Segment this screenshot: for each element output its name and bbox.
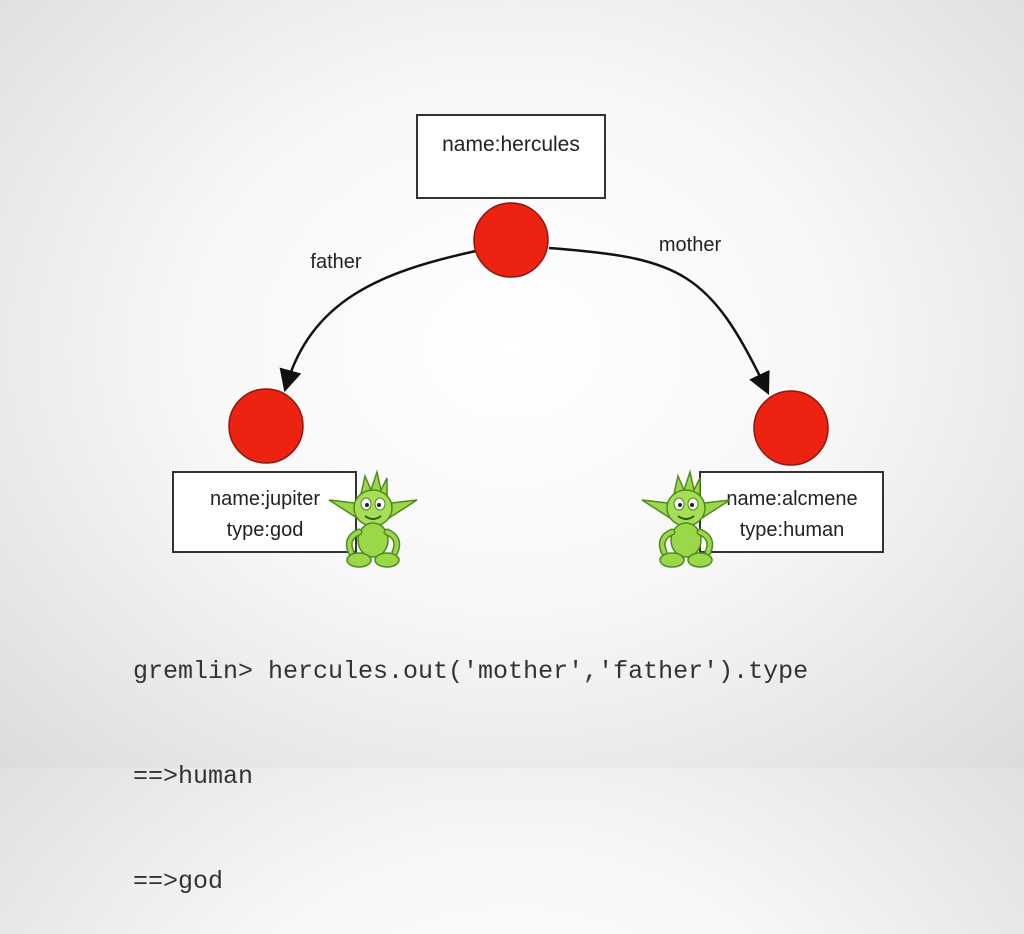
alcmene-type: type:human <box>740 519 845 541</box>
vertex-jupiter <box>228 388 304 464</box>
edge-father <box>279 249 477 393</box>
alcmene-property-box <box>699 471 884 553</box>
root-label: name:hercules <box>442 133 580 156</box>
vertex-hercules <box>473 202 549 278</box>
gremlin-console: gremlin> hercules.out('mother','father')… <box>133 584 808 934</box>
console-command: gremlin> hercules.out('mother','father')… <box>133 657 809 686</box>
console-result-human: ==>human <box>133 762 254 791</box>
console-result-god: ==>god <box>133 867 224 896</box>
edge-mother <box>548 246 770 396</box>
edge-label-father: father <box>310 251 361 273</box>
jupiter-property-box <box>172 471 357 553</box>
edge-label-mother: mother <box>659 234 722 256</box>
jupiter-type: type:god <box>227 519 304 541</box>
root-label-box <box>416 114 606 199</box>
alcmene-name: name:alcmene <box>726 488 857 510</box>
vertex-alcmene <box>753 390 829 466</box>
graph-diagram: name:hercules father mother name:jupiter… <box>172 114 884 768</box>
jupiter-name: name:jupiter <box>210 488 320 510</box>
